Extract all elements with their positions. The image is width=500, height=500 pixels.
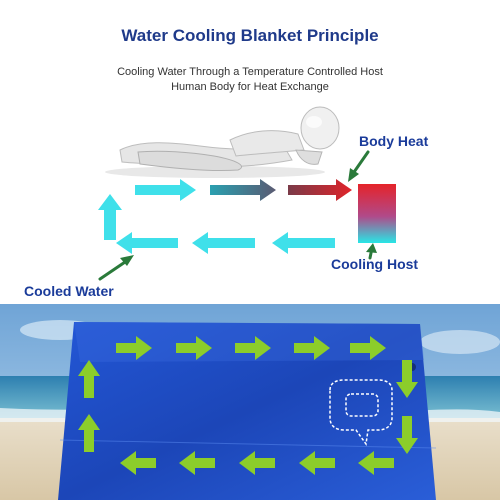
subtitle-line-1: Cooling Water Through a Temperature Cont… [117,66,383,78]
cooling-blanket-icon [58,322,437,500]
body-heat-label: Body Heat [359,133,429,149]
reclining-person-icon [105,106,340,178]
blanket-flow-arrows [78,336,418,475]
cooled-water-label: Cooled Water [24,283,114,299]
host-pocket-icon [329,379,393,446]
bottom-flow-arrows [98,194,335,254]
cooling-host-label: Cooling Host [331,256,419,272]
diagram-title: Water Cooling Blanket Principle [121,26,379,45]
top-flow-arrows [135,179,352,201]
subtitle-line-2: Human Body for Heat Exchange [171,81,329,93]
cooling-host-unit-icon [358,184,396,243]
